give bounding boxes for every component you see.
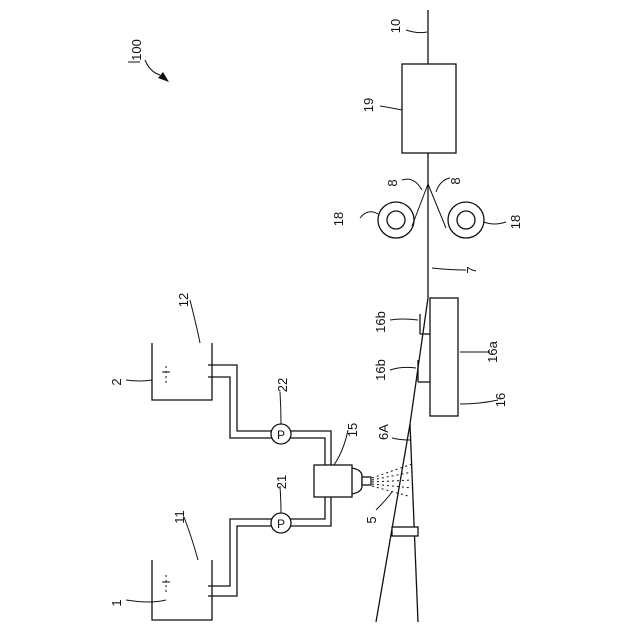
label-6A: 6A [376,424,391,440]
nozzle-15 [314,465,371,497]
label-8-right: 8 [448,177,463,184]
label-16: 16 [493,393,508,407]
label-8-left: 8 [385,179,400,186]
label-2: 2 [109,378,124,385]
label-16b-lower: 16b [373,359,388,381]
fiber-line-through-stage [410,298,428,424]
label-12: 12 [176,293,191,307]
label-5: 5 [364,516,379,523]
fiber-guide-ring [392,527,418,536]
label-10: 10 [388,19,403,33]
unit-19-box [402,64,456,153]
pipe-upper [208,365,331,465]
pump-22: P [271,424,291,444]
svg-text:P: P [277,517,285,531]
label-100: 100 [129,39,144,61]
label-16b-upper: 16b [373,311,388,333]
guide-16b-lower [418,360,430,382]
label-18-right: 18 [508,215,523,229]
tank-12 [152,343,212,400]
label-18-left: 18 [331,212,346,226]
spray-5 [372,464,412,496]
label-21: 21 [274,475,289,489]
fiber-line-lower-right [410,424,418,622]
system-100-leader [145,60,160,75]
label-22: 22 [275,378,290,392]
pipe-lower [208,497,331,596]
tank-11 [152,560,212,620]
label-16a: 16a [485,340,500,362]
stage-16 [430,298,458,416]
svg-text:P: P [277,428,285,442]
label-11: 11 [172,510,187,524]
fiber-line-lower-left [376,424,410,622]
roller-18-left [378,202,414,238]
label-19: 19 [361,98,376,112]
label-1: 1 [109,599,124,606]
label-7: 7 [464,266,479,273]
roller-18-right [448,202,484,238]
label-15: 15 [345,423,360,437]
pump-21: P [271,513,291,533]
system-100-arrow [158,72,169,82]
